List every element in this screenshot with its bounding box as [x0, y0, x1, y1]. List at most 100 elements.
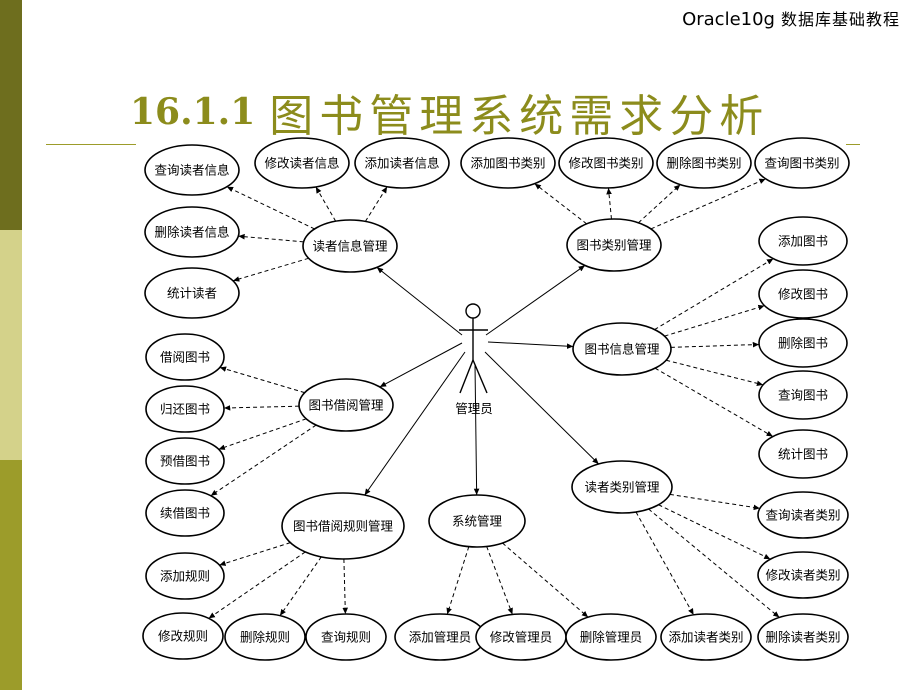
use-case-label: 查询读者信息	[154, 163, 229, 178]
include-add-reader-type	[635, 511, 695, 616]
include-query-reader-type	[669, 493, 761, 511]
include-add-book	[654, 258, 774, 331]
use-case-query-reader: 查询读者信息	[144, 144, 240, 196]
use-case-label: 添加读者信息	[364, 156, 439, 171]
include-renew-book	[210, 424, 317, 497]
left-band-olive	[0, 460, 22, 690]
left-band-dark	[0, 0, 22, 230]
title-rule-left	[46, 144, 136, 145]
include-modify-category	[606, 187, 612, 220]
actor-label: 管理员	[455, 401, 493, 416]
use-case-add-rule: 添加规则	[145, 552, 225, 600]
include-delete-reader-type	[648, 508, 780, 618]
diagram-nodes: 读者信息管理查询读者信息修改读者信息添加读者信息删除读者信息统计读者图书类别管理…	[142, 137, 850, 661]
use-case-label: 借阅图书	[160, 350, 210, 365]
title-rule-right	[846, 144, 860, 145]
use-case-add-admin: 添加管理员	[394, 613, 486, 661]
use-case-delete-category: 删除图书类别	[656, 137, 752, 189]
use-case-label: 添加读者类别	[668, 630, 743, 645]
section-title: 图书管理系统需求分析	[269, 91, 770, 142]
section-number: 16.1.1	[130, 91, 256, 133]
use-case-modify-reader: 修改读者信息	[254, 137, 350, 189]
include-modify-admin	[486, 546, 513, 615]
association-reader-type-mgmt	[484, 351, 600, 465]
use-case-modify-admin: 修改管理员	[475, 613, 567, 661]
use-case-query-rule: 查询规则	[305, 613, 387, 661]
use-case-delete-book: 删除图书	[758, 318, 848, 368]
association-reader-mgmt	[376, 266, 463, 336]
include-modify-rule	[208, 551, 306, 619]
use-case-delete-admin: 删除管理员	[565, 613, 657, 661]
use-case-count-book: 统计图书	[758, 429, 848, 479]
use-case-label: 添加管理员	[409, 630, 472, 645]
header-course: Oracle10g	[682, 9, 775, 30]
left-band-light	[0, 230, 22, 460]
use-case-category-mgmt: 图书类别管理	[566, 218, 662, 272]
include-modify-reader	[315, 186, 337, 222]
include-delete-reader	[238, 233, 304, 243]
use-case-label: 修改图书	[778, 287, 828, 302]
include-return-book	[223, 405, 300, 411]
include-modify-reader-type	[658, 504, 771, 560]
use-case-label: 图书借阅规则管理	[293, 519, 394, 534]
use-case-label: 删除图书	[778, 336, 828, 351]
include-delete-book	[670, 341, 760, 348]
use-case-label: 添加规则	[160, 569, 210, 584]
use-case-modify-book: 修改图书	[758, 269, 848, 319]
use-case-count-reader: 统计读者	[144, 267, 240, 319]
association-book-mgmt	[487, 341, 574, 349]
use-case-query-reader-type: 查询读者类别	[757, 491, 849, 539]
use-case-add-book: 添加图书	[758, 216, 848, 266]
use-case-add-category: 添加图书类别	[460, 137, 556, 189]
include-delete-admin	[502, 542, 589, 618]
use-case-label: 添加图书类别	[470, 156, 545, 171]
use-case-label: 查询读者类别	[765, 508, 840, 523]
slide-header: Oracle10g 数据库基础教程	[682, 6, 900, 30]
left-divider	[22, 0, 24, 690]
diagram-edges	[208, 178, 780, 619]
include-query-reader	[226, 186, 315, 230]
use-case-book-mgmt: 图书信息管理	[572, 322, 672, 376]
association-borrow-mgmt	[379, 342, 463, 388]
include-reserve-book	[218, 418, 307, 450]
include-count-reader	[232, 257, 309, 282]
include-modify-book	[664, 304, 765, 337]
use-case-label: 预借图书	[160, 454, 210, 469]
use-case-reader-type-mgmt: 读者类别管理	[571, 460, 673, 514]
use-case-label: 续借图书	[160, 506, 210, 521]
use-case-label: 图书类别管理	[576, 238, 652, 253]
include-borrow-book	[219, 366, 305, 394]
use-case-query-book: 查询图书	[758, 370, 848, 420]
use-case-reader-mgmt: 读者信息管理	[302, 219, 398, 273]
use-case-label: 系统管理	[452, 514, 503, 529]
use-case-label: 查询图书类别	[764, 156, 839, 171]
use-case-label: 查询规则	[321, 630, 371, 645]
include-query-rule	[342, 558, 349, 615]
use-case-label: 修改读者信息	[264, 156, 339, 171]
use-case-label: 图书信息管理	[584, 342, 660, 357]
use-case-label: 查询图书	[778, 388, 828, 403]
use-case-reserve-book: 预借图书	[145, 437, 225, 485]
include-add-admin	[446, 546, 470, 615]
use-case-query-category: 查询图书类别	[754, 137, 850, 189]
use-case-delete-rule: 删除规则	[224, 613, 306, 661]
use-case-modify-category: 修改图书类别	[558, 137, 654, 189]
use-case-label: 读者信息管理	[312, 239, 388, 254]
use-case-label: 删除读者类别	[765, 630, 840, 645]
use-case-modify-reader-type: 修改读者类别	[757, 551, 849, 599]
use-case-system-mgmt: 系统管理	[428, 494, 526, 548]
association-category-mgmt	[485, 265, 586, 336]
use-case-label: 修改图书类别	[568, 156, 643, 171]
include-query-book	[666, 359, 764, 387]
include-add-category	[534, 183, 587, 225]
use-case-label: 统计图书	[778, 447, 828, 462]
use-case-label: 统计读者	[167, 286, 217, 301]
include-add-reader	[364, 186, 388, 222]
use-case-label: 图书借阅管理	[308, 398, 384, 413]
use-case-rule-mgmt: 图书借阅规则管理	[281, 492, 405, 560]
association-system-mgmt	[473, 363, 480, 496]
include-delete-category	[638, 184, 681, 224]
header-book: 数据库基础教程	[780, 10, 900, 29]
use-case-borrow-book: 借阅图书	[145, 333, 225, 381]
